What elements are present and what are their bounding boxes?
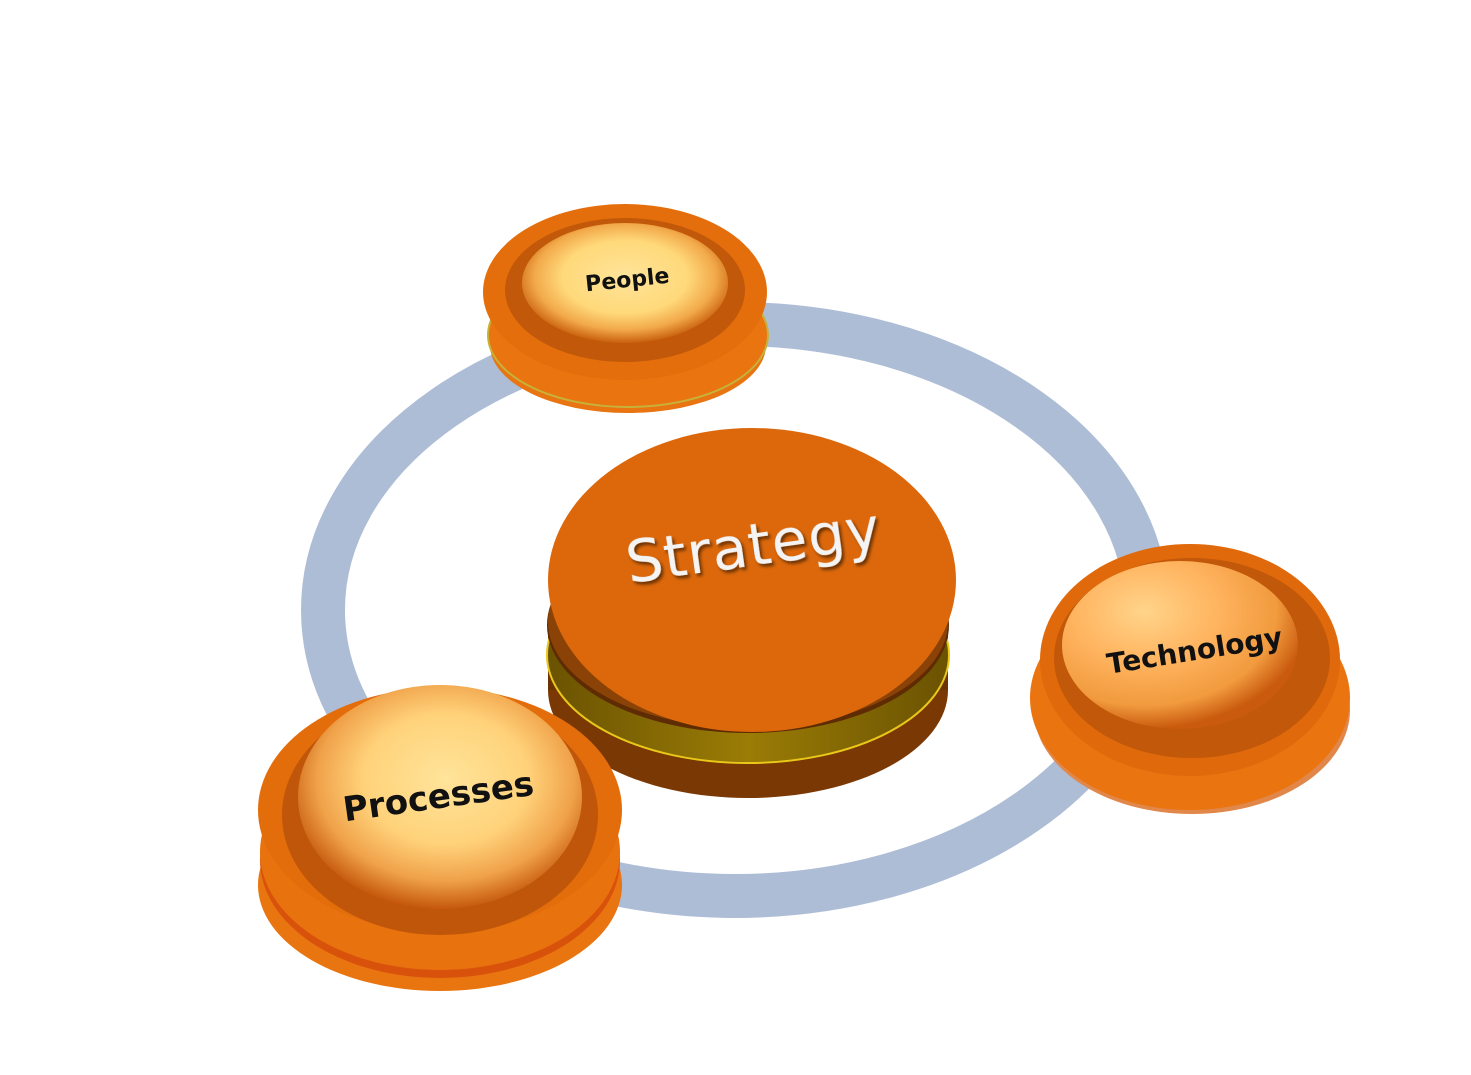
node-processes: Processes bbox=[258, 685, 622, 991]
node-technology: Technology bbox=[1030, 544, 1350, 814]
node-people: People bbox=[483, 204, 769, 413]
center-strategy-disc: Strategy bbox=[546, 428, 956, 798]
